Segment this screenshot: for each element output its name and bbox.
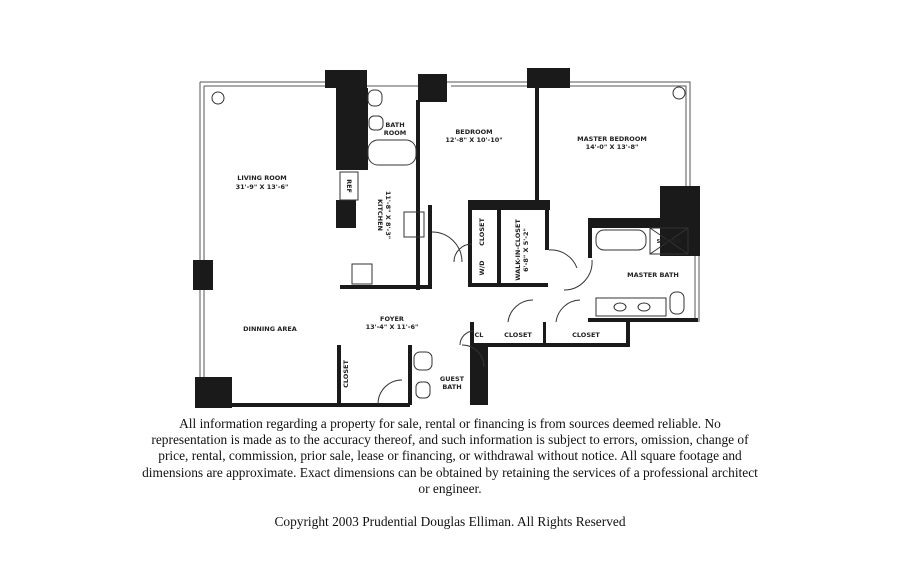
- bedroom-label: BEDROOM: [455, 128, 492, 136]
- bathroom-label: BATH: [385, 121, 404, 129]
- vanity-icon: [595, 297, 667, 317]
- closet-label: CLOSET: [504, 331, 532, 339]
- disclaimer-text: All information regarding a property for…: [142, 416, 758, 496]
- toilet-icon: [368, 115, 384, 131]
- foyer-label: FOYER: [380, 315, 404, 323]
- fixtures: [211, 86, 689, 405]
- shower-icon: [649, 227, 689, 255]
- bathtub-icon: [367, 139, 417, 166]
- cl-label: CL: [475, 331, 484, 339]
- column-icon: [211, 91, 225, 105]
- closet-label: CLOSET: [572, 331, 600, 339]
- kitchen-label: KITCHEN: [376, 199, 384, 231]
- walk-in-closet-label: WALK-IN-CLOSET: [514, 219, 522, 281]
- kitchen-dim: 11'-8" X 8'-3": [384, 191, 392, 239]
- master-bath-label: MASTER BATH: [627, 271, 679, 279]
- guest-bath-label: GUEST: [440, 375, 465, 383]
- stove-icon: [351, 263, 373, 285]
- bathroom-label-2: ROOM: [384, 129, 407, 137]
- solid-walls: [193, 68, 700, 408]
- toilet-icon: [415, 381, 431, 399]
- closet-label: CLOSET: [342, 360, 350, 388]
- master-bedroom-label: MASTER BEDROOM: [577, 135, 647, 143]
- column-icon: [672, 86, 686, 100]
- kitchen-sink-icon: [403, 211, 425, 238]
- room-labels: LIVING ROOM 31'-9" X 13'-6" DINNING AREA…: [236, 121, 682, 391]
- exterior-walls: [199, 81, 700, 405]
- master-bedroom-dim: 14'-0" X 13'-8": [586, 143, 639, 151]
- bedroom-dim: 12'-8" X 10'-10": [445, 136, 502, 144]
- living-room-label: LIVING ROOM: [237, 174, 287, 182]
- toilet-icon: [669, 291, 685, 315]
- wd-label: W/D: [478, 260, 486, 276]
- closet-label: CLOSET: [478, 218, 486, 246]
- guest-bath-label-2: BATH: [442, 383, 461, 391]
- copyright-text: Copyright 2003 Prudential Douglas Ellima…: [274, 514, 626, 529]
- dining-label: DINNING AREA: [243, 325, 297, 333]
- sink-icon: [367, 89, 383, 107]
- foyer-dim: 13'-4" X 11'-6": [366, 323, 419, 331]
- shower-label: SHOWER: [657, 239, 682, 245]
- living-room-dim: 31'-9" X 13'-6": [236, 183, 289, 191]
- bathtub-icon: [595, 229, 647, 251]
- sink-icon: [413, 351, 433, 371]
- ref-label: REF: [345, 179, 353, 193]
- walk-in-closet-dim: 6'-8" X 5'-2": [522, 228, 530, 272]
- refrigerator-icon: [339, 171, 359, 201]
